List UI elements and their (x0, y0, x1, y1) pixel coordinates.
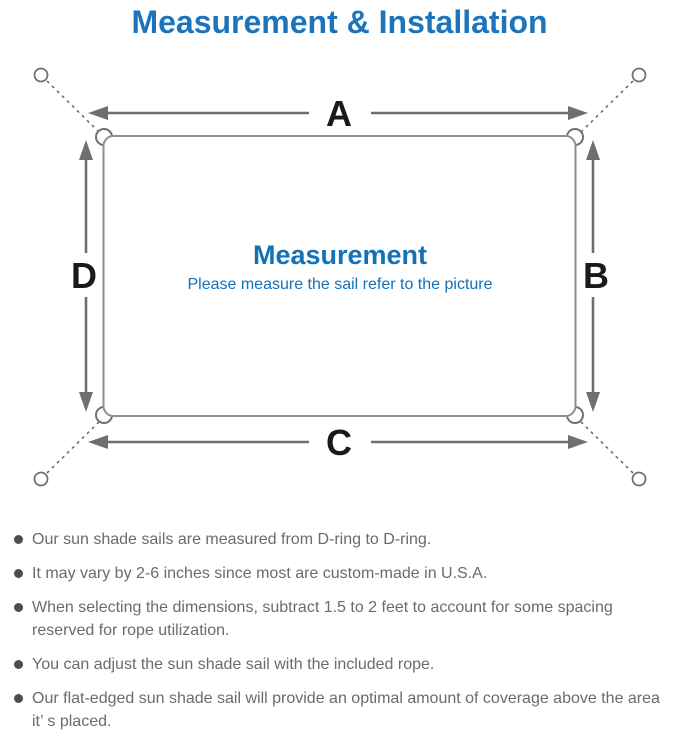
measure-arrow-b (586, 140, 600, 412)
measure-arrow-c (88, 435, 588, 449)
label-edge-a: A (326, 93, 352, 134)
bullet-icon (14, 660, 23, 669)
anchor-point-top-left (33, 67, 49, 83)
anchor-point-top-right (631, 67, 647, 83)
note-item-measured-d-ring: Our sun shade sails are measured from D-… (12, 528, 667, 551)
note-text: When selecting the dimensions, subtract … (32, 599, 613, 639)
measurement-diagram: A B C D Measurement Please measure the s… (0, 56, 679, 516)
note-item-flat-edged-coverage: Our flat-edged sun shade sail will provi… (12, 687, 667, 733)
measure-arrow-a (88, 106, 588, 120)
rope-line-top-left (46, 80, 100, 133)
rope-line-bottom-right (580, 421, 634, 474)
sail-diagram-svg: A B C D Measurement Please measure the s… (33, 67, 647, 487)
label-edge-b: B (583, 255, 609, 296)
measure-arrows (79, 106, 600, 449)
label-edge-c: C (326, 422, 352, 463)
bullet-icon (14, 603, 23, 612)
measure-arrow-d (79, 140, 93, 412)
rope-line-bottom-left (46, 421, 100, 474)
note-item-vary-inches: It may vary by 2-6 inches since most are… (12, 562, 667, 585)
rope-lines (46, 80, 634, 474)
center-title: Measurement (253, 240, 427, 270)
bullet-icon (14, 694, 23, 703)
rope-line-top-right (580, 80, 634, 133)
note-text: It may vary by 2-6 inches since most are… (32, 565, 488, 582)
bullet-icon (14, 535, 23, 544)
anchor-points (33, 67, 647, 487)
note-text: Our flat-edged sun shade sail will provi… (32, 690, 660, 730)
sail-rectangle (102, 135, 577, 417)
edge-labels: A B C D (71, 93, 609, 463)
note-item-subtract-feet: When selecting the dimensions, subtract … (12, 596, 667, 642)
note-text: Our sun shade sails are measured from D-… (32, 531, 432, 548)
note-text: You can adjust the sun shade sail with t… (32, 656, 435, 673)
notes-list: Our sun shade sails are measured from D-… (0, 516, 679, 733)
anchor-point-bottom-left (33, 471, 49, 487)
label-edge-d: D (71, 255, 97, 296)
page-title: Measurement & Installation (131, 4, 548, 40)
bullet-icon (14, 569, 23, 578)
note-item-adjust-rope: You can adjust the sun shade sail with t… (12, 653, 667, 676)
center-subtitle: Please measure the sail refer to the pic… (187, 276, 492, 293)
anchor-point-bottom-right (631, 471, 647, 487)
